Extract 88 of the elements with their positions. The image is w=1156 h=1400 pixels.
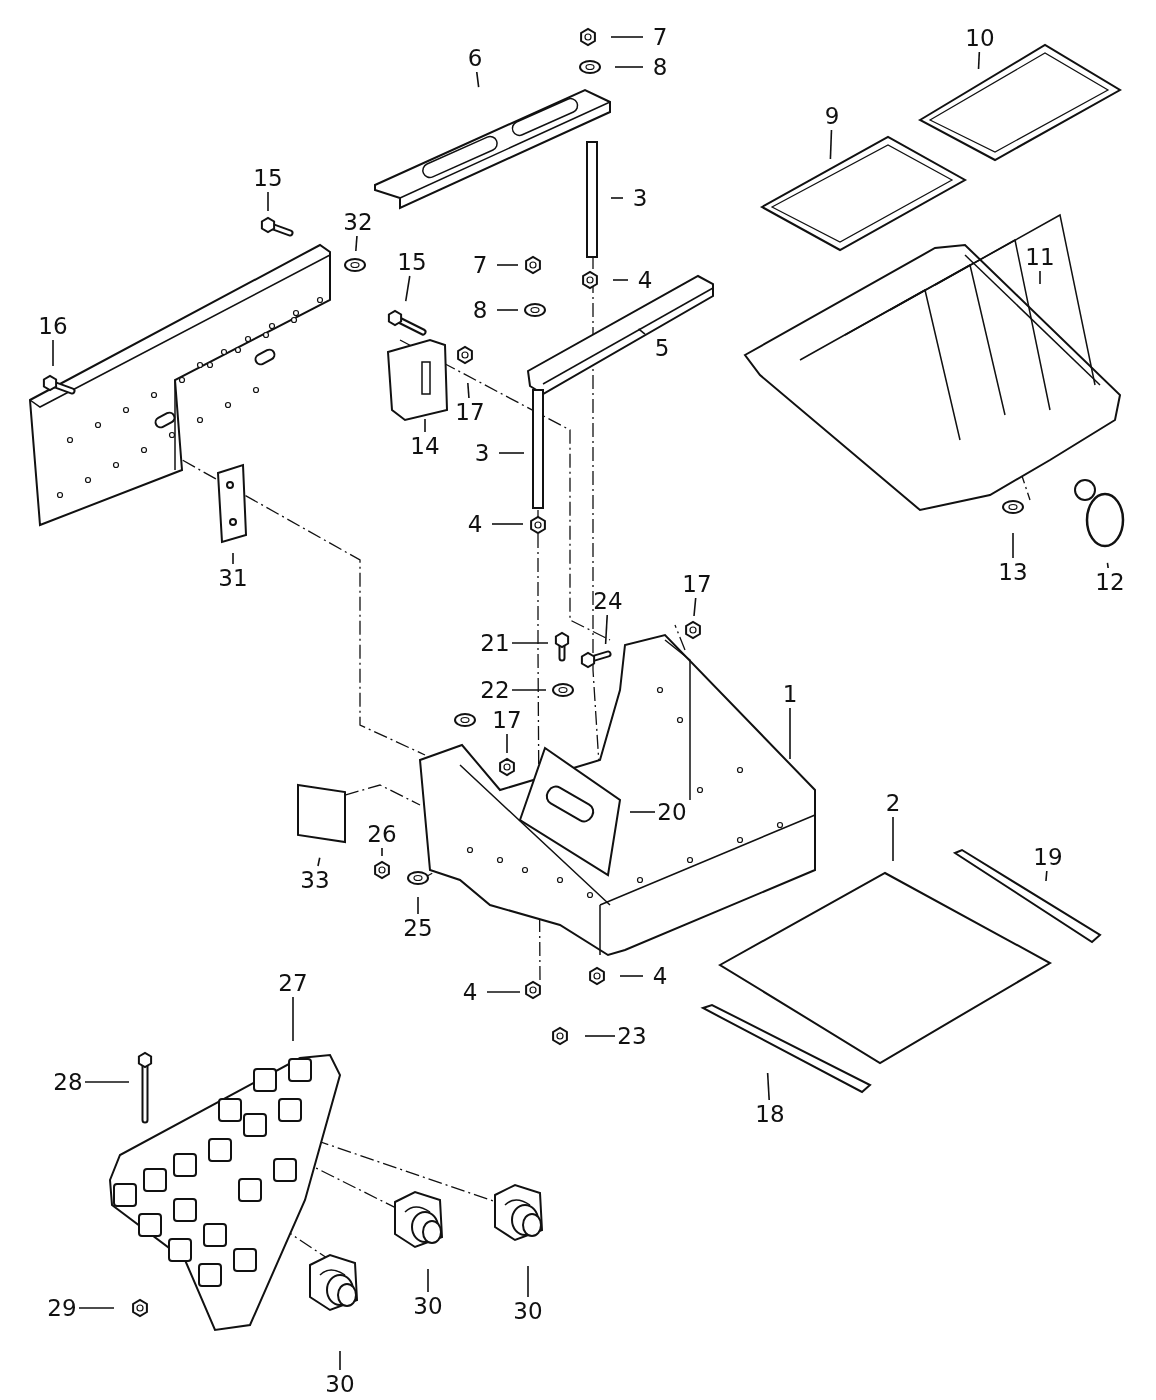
callout-number: 4 (458, 510, 492, 538)
leader-line (475, 71, 480, 88)
callout-number: 15 (251, 164, 285, 192)
leader-line (511, 689, 547, 691)
leader-line (511, 642, 549, 644)
leader-line (496, 264, 519, 266)
callout-number: 12 (1093, 568, 1127, 596)
leader-line (619, 975, 644, 977)
callout-number: 7 (643, 23, 677, 51)
leader-line (637, 328, 646, 335)
callout-number: 28 (51, 1068, 85, 1096)
leader-line (52, 339, 54, 367)
leader-line (496, 309, 519, 311)
callout-number: 30 (323, 1370, 357, 1398)
callout-number: 19 (1031, 843, 1065, 871)
callout-number: 17 (490, 706, 524, 734)
leader-line (292, 996, 294, 1042)
leader-line (424, 418, 426, 433)
callout-number: 30 (511, 1297, 545, 1325)
callout-number: 2 (876, 789, 910, 817)
leader-line (84, 1081, 130, 1083)
leader-line (355, 235, 358, 252)
leader-line (766, 1072, 770, 1101)
callout-number: 8 (643, 53, 677, 81)
callout-number: 26 (365, 820, 399, 848)
callout-number: 11 (1023, 243, 1057, 271)
callout-number: 27 (276, 969, 310, 997)
leader-line (498, 452, 525, 454)
callout-number: 4 (643, 962, 677, 990)
leader-line (1039, 270, 1041, 285)
callout-number: 18 (753, 1100, 787, 1128)
callout-number: 25 (401, 914, 435, 942)
leader-line (1045, 870, 1048, 882)
leader-line (604, 614, 608, 645)
callout-number: 23 (615, 1022, 649, 1050)
callout-number: 14 (408, 432, 442, 460)
callout-number: 10 (963, 24, 997, 52)
callout-number: 17 (453, 398, 487, 426)
leader-line (1012, 532, 1014, 559)
leader-line (527, 1265, 529, 1298)
leader-line (693, 597, 697, 617)
leader-line (427, 1268, 429, 1293)
leader-line (584, 1035, 616, 1037)
callout-number: 30 (411, 1292, 445, 1320)
callout-number: 32 (341, 208, 375, 236)
callout-number: 4 (453, 978, 487, 1006)
callout-number: 8 (463, 296, 497, 324)
callout-number: 20 (655, 798, 689, 826)
leader-line (404, 275, 411, 302)
leader-line (491, 523, 524, 525)
leader-line (506, 733, 508, 754)
callout-number: 1 (773, 680, 807, 708)
callout-number: 7 (463, 251, 497, 279)
leader-line (892, 816, 894, 862)
leader-line (339, 1350, 341, 1371)
leader-line (612, 279, 629, 281)
leader-line (1106, 562, 1109, 569)
leader-line (267, 191, 269, 212)
leader-line (78, 1307, 115, 1309)
leader-line (610, 36, 644, 38)
leader-line (629, 811, 656, 813)
leader-line (829, 129, 833, 160)
callout-number: 4 (628, 266, 662, 294)
callout-number: 3 (623, 184, 657, 212)
leader-line (486, 991, 521, 993)
leader-line (610, 197, 624, 199)
leader-line (317, 856, 321, 867)
leader-line (232, 552, 234, 565)
callout-number: 33 (298, 866, 332, 894)
callout-number: 16 (36, 312, 70, 340)
callout-number: 3 (465, 439, 499, 467)
leader-line (417, 896, 419, 915)
callout-number: 21 (478, 629, 512, 657)
leader-line (789, 707, 791, 760)
callout-number: 29 (45, 1294, 79, 1322)
callout-number: 17 (680, 570, 714, 598)
callout-number: 24 (591, 587, 625, 615)
callout-number: 5 (645, 334, 679, 362)
callout-number: 13 (996, 558, 1030, 586)
leader-line (614, 66, 644, 68)
callout-number: 15 (395, 248, 429, 276)
callout-number: 6 (458, 44, 492, 72)
callout-number: 22 (478, 676, 512, 704)
leader-line (381, 847, 383, 857)
leader-line (467, 382, 470, 399)
callout-number: 31 (216, 564, 250, 592)
callout-number: 9 (815, 102, 849, 130)
leader-line (977, 51, 981, 70)
